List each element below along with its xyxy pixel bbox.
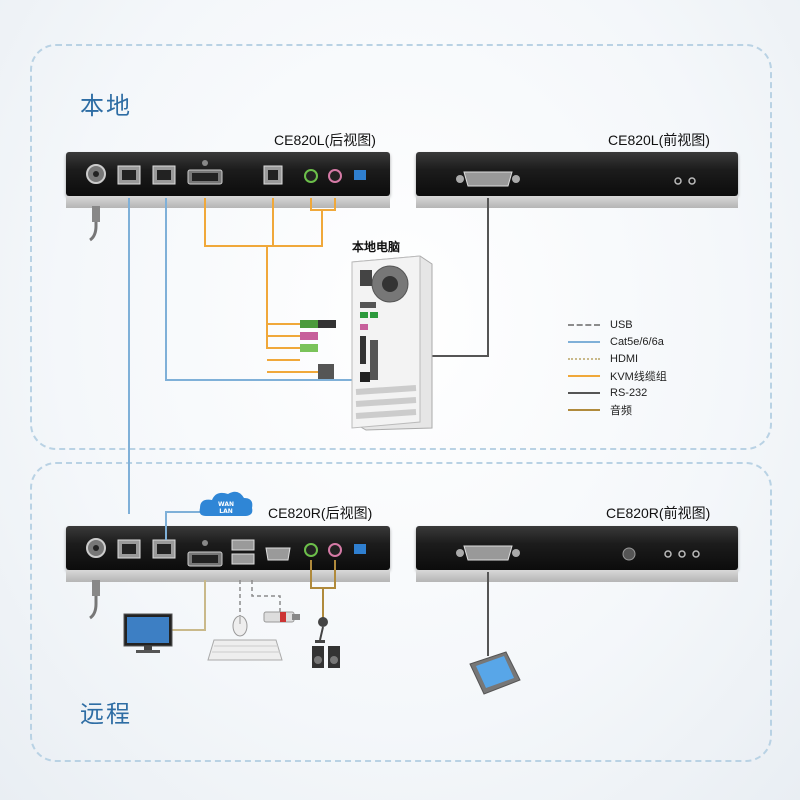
audio-cable xyxy=(310,560,336,618)
led-indicator xyxy=(678,550,686,558)
power-cable-icon xyxy=(89,580,100,620)
dvi-plug xyxy=(318,364,334,380)
dip-switch-icon xyxy=(354,170,366,180)
audio-plug xyxy=(300,344,318,352)
led-indicator xyxy=(664,550,672,558)
legend-swatch xyxy=(568,340,600,343)
legend-item-audio: 音频 xyxy=(568,401,667,418)
led-indicator xyxy=(692,550,700,558)
dip-switch-icon xyxy=(354,544,366,554)
ce820r-rear-base xyxy=(66,570,390,582)
legend-label: USB xyxy=(610,318,633,331)
rj45-port-icon xyxy=(152,165,176,185)
button-icon xyxy=(622,547,636,561)
audio-plug xyxy=(300,332,318,340)
led-indicator xyxy=(688,177,696,185)
rj45-port-icon xyxy=(152,539,176,559)
audio-jack-icon xyxy=(304,169,318,183)
legend-swatch xyxy=(568,391,600,394)
tower-pc-icon xyxy=(351,255,433,431)
legend: USB Cat5e/6/6a HDMI KVM线缆组 RS-232 音频 xyxy=(568,316,667,418)
legend-swatch xyxy=(568,408,600,411)
legend-item-cat5: Cat5e/6/6a xyxy=(568,333,667,350)
dvi-port-icon xyxy=(187,540,223,567)
legend-label: RS-232 xyxy=(610,386,648,399)
audio-plug xyxy=(300,320,318,328)
local-rear-label: CE820L(后视图) xyxy=(274,132,376,148)
hdmi-cable xyxy=(172,580,206,631)
power-cable-icon xyxy=(89,206,100,242)
led-indicator xyxy=(674,177,682,185)
touch-panel-icon xyxy=(469,651,521,695)
usb-cable xyxy=(239,580,281,620)
serial-port-icon xyxy=(456,171,520,187)
legend-item-kvm: KVM线缆组 xyxy=(568,367,667,384)
legend-item-usb: USB xyxy=(568,316,667,333)
usb-plug xyxy=(318,320,336,328)
hdmi-port-icon xyxy=(265,547,291,561)
usb-a-port-icon xyxy=(231,539,255,565)
remote-zone xyxy=(30,462,772,762)
power-jack-icon xyxy=(86,538,106,558)
ce820l-front-base xyxy=(416,196,738,208)
ce820l-rear-base xyxy=(66,196,390,208)
cloud-icon: WAN LAN xyxy=(199,491,253,516)
mouse-icon xyxy=(232,615,248,637)
cloud-line1: WAN xyxy=(218,501,234,508)
rj45-port-icon xyxy=(117,539,141,559)
remote-zone-title: 远程 xyxy=(80,700,132,728)
local-zone xyxy=(30,44,772,450)
legend-item-hdmi: HDMI xyxy=(568,350,667,367)
cloud-line2: LAN xyxy=(219,508,233,515)
legend-label: KVM线缆组 xyxy=(610,370,667,383)
local-computer-label: 本地电脑 xyxy=(352,240,401,254)
audio-jack-icon xyxy=(328,169,342,183)
legend-label: Cat5e/6/6a xyxy=(610,335,664,348)
cat5-cable-pc xyxy=(165,198,352,381)
serial-port-icon xyxy=(456,545,520,561)
legend-label: HDMI xyxy=(610,352,639,365)
cat5-cable-lan xyxy=(165,511,200,540)
legend-swatch xyxy=(568,374,600,377)
dvi-port-icon xyxy=(187,160,223,185)
usb-b-port-icon xyxy=(263,165,283,185)
legend-swatch xyxy=(568,357,600,360)
audio-jack-icon xyxy=(328,543,342,557)
remote-rear-label: CE820R(后视图) xyxy=(268,505,373,521)
local-zone-title: 本地 xyxy=(80,92,132,120)
legend-label: 音频 xyxy=(610,404,632,417)
legend-swatch xyxy=(568,323,600,326)
legend-item-rs232: RS-232 xyxy=(568,384,667,401)
local-front-label: CE820L(前视图) xyxy=(608,132,710,148)
keyboard-icon xyxy=(207,639,283,661)
monitor-icon xyxy=(123,613,173,653)
ce820r-front-base xyxy=(416,570,738,582)
speakers-icon xyxy=(312,646,340,668)
usb-drive-icon xyxy=(263,611,300,623)
rj45-port-icon xyxy=(117,165,141,185)
remote-front-label: CE820R(前视图) xyxy=(606,505,711,521)
power-jack-icon xyxy=(86,164,106,184)
kvm-cable xyxy=(204,198,336,373)
audio-jack-icon xyxy=(304,543,318,557)
microphone-icon xyxy=(315,617,328,643)
